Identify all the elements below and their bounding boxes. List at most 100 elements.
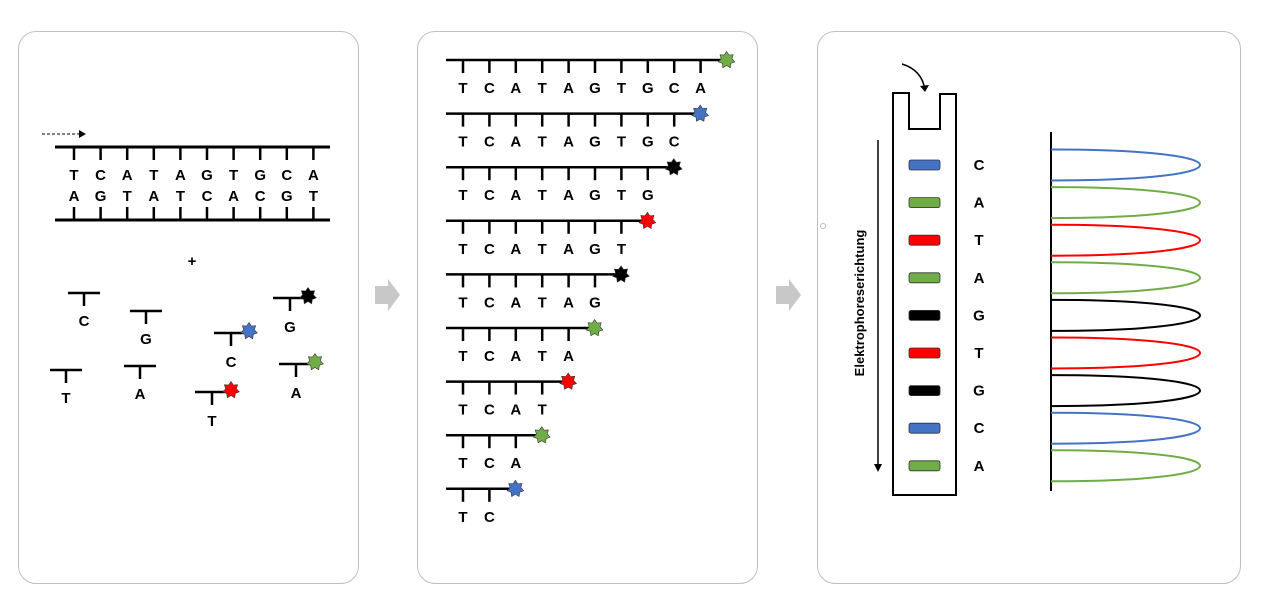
fragment-base: A: [510, 187, 521, 204]
fragment-base: T: [617, 187, 626, 204]
gel-band: [908, 159, 941, 171]
fragment-base: A: [563, 187, 574, 204]
fluorescent-label-icon: [506, 479, 525, 497]
labeled-nucleotide: C: [214, 321, 258, 371]
fluorescent-label-icon: [717, 50, 736, 69]
fragment-base: C: [484, 509, 495, 526]
fragment-base: T: [458, 402, 467, 419]
fragment-base: A: [563, 241, 574, 258]
gel-band: [908, 234, 941, 246]
fragment-base: A: [510, 348, 521, 365]
template-base: G: [201, 167, 213, 184]
fluorescence-peak: [1050, 298, 1202, 332]
nucleotide-base: A: [135, 386, 146, 403]
gel-band: [908, 309, 941, 321]
band-base-label: T: [974, 345, 983, 362]
unlabeled-nucleotide: T: [50, 368, 82, 407]
complement-base: C: [255, 188, 266, 205]
fragment-base: G: [642, 134, 654, 151]
fragment-base: G: [589, 80, 601, 97]
fluorescent-label-icon: [585, 318, 604, 337]
nucleotide-base: C: [79, 313, 90, 330]
fragment-base: T: [617, 241, 626, 258]
fragment-base: T: [458, 509, 467, 526]
fluorescence-peak: [1050, 148, 1202, 182]
band-base-label: A: [974, 458, 985, 475]
fragment-base: T: [538, 134, 547, 151]
complement-base: T: [176, 188, 185, 205]
labeled-nucleotide: A: [279, 352, 324, 402]
fluorescent-label-icon: [532, 426, 551, 444]
fragment-base: A: [510, 294, 521, 311]
fragment-base: C: [484, 348, 495, 365]
fragment-base: T: [538, 241, 547, 258]
template-base: A: [175, 167, 186, 184]
fragment-base: T: [538, 348, 547, 365]
gel-lane: [892, 92, 957, 496]
fragment-base: T: [538, 80, 547, 97]
template-base: G: [254, 167, 266, 184]
fragment-base: C: [484, 455, 495, 472]
gel-band: [908, 422, 941, 434]
step-arrow-icon: [375, 279, 400, 311]
labeled-nucleotide: G: [273, 286, 317, 336]
template-base: C: [95, 167, 106, 184]
fragment-base: T: [538, 294, 547, 311]
fluorescence-peak: [1050, 411, 1202, 445]
fragment-base: C: [484, 402, 495, 419]
nucleotide-base: G: [284, 319, 296, 336]
fragment-base: G: [589, 187, 601, 204]
fluorescent-label-icon: [299, 286, 317, 305]
gel-band: [908, 272, 941, 284]
fluorescent-label-icon: [691, 104, 710, 122]
complement-base: A: [228, 188, 239, 205]
fragment-base: C: [669, 134, 680, 151]
fragment-base: C: [484, 187, 495, 204]
fragment-base: A: [563, 294, 574, 311]
fragment-base: A: [563, 80, 574, 97]
fragment-base: A: [510, 134, 521, 151]
fluorescence-peak: [1050, 336, 1202, 370]
fluorescent-label-icon: [222, 380, 240, 399]
band-base-label: A: [974, 270, 985, 287]
electrophoresis-arrowhead-icon: [874, 464, 882, 472]
fragment-base: A: [563, 348, 574, 365]
fluorescence-peak: [1050, 186, 1202, 220]
unlabeled-nucleotide: G: [130, 309, 162, 348]
fluorescence-peak: [1050, 261, 1202, 295]
fragment-base: G: [642, 80, 654, 97]
fluorescence-peak: [1050, 374, 1202, 408]
band-base-label: A: [974, 195, 985, 212]
fragment-base: C: [484, 241, 495, 258]
complement-base: T: [309, 188, 318, 205]
fragment-base: T: [538, 402, 547, 419]
panel-gel-electrophoresis: [817, 31, 1241, 584]
fragment-base: C: [484, 80, 495, 97]
nucleotide-base: C: [226, 354, 237, 371]
fragment-base: T: [458, 294, 467, 311]
fragment-base: T: [458, 455, 467, 472]
fragment-base: T: [458, 187, 467, 204]
direction-arrowhead-icon: [79, 130, 86, 138]
fragment-base: G: [589, 134, 601, 151]
nucleotide-base: T: [207, 413, 216, 430]
gel-band: [908, 347, 941, 359]
fragment-base: T: [617, 134, 626, 151]
complement-base: G: [281, 188, 293, 205]
complement-base: A: [69, 188, 80, 205]
fragment-base: G: [642, 187, 654, 204]
electrophoresis-direction-label: Elektrophoreserichtung: [852, 230, 867, 377]
fluorescent-label-icon: [306, 352, 324, 371]
nucleotide-base: G: [140, 331, 152, 348]
fragment-base: C: [484, 134, 495, 151]
template-base: T: [229, 167, 238, 184]
fluorescent-label-icon: [559, 372, 578, 390]
panel-template-and-nucleotides: [18, 31, 359, 584]
